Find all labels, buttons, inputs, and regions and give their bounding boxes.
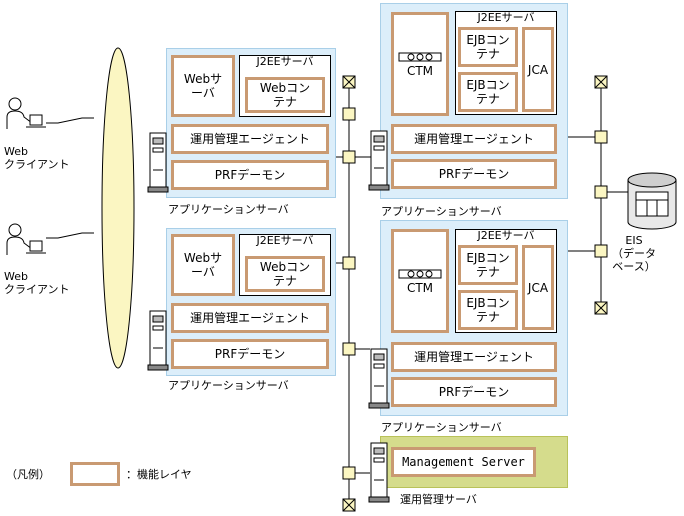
- ejb-container-layer: EJBコンテナ: [458, 27, 518, 67]
- client-user-icon: [6, 97, 46, 129]
- app-server-caption: アプリケーションサーバ: [381, 421, 502, 434]
- j2ee-title: J2EEサーバ: [477, 229, 535, 242]
- ctm-layer: CTM: [391, 12, 449, 116]
- transceiver-icon: [342, 107, 608, 480]
- prf-daemon-layer: PRFデーモン: [391, 159, 557, 189]
- client-network-ellipse: [101, 47, 135, 369]
- database-icon: [627, 172, 677, 230]
- server-tower-icon: [368, 442, 390, 503]
- j2ee-title: J2EEサーバ: [256, 234, 314, 247]
- client-user-icon: [6, 223, 46, 255]
- management-caption: 運用管理サーバ: [400, 493, 477, 506]
- agent-layer: 運用管理エージェント: [171, 124, 329, 154]
- server-tower-icon: [368, 348, 390, 409]
- client-link-2: [46, 232, 94, 239]
- web-container-layer: Webコンテナ: [245, 256, 325, 292]
- terminator-icon: [342, 75, 608, 512]
- agent-layer: 運用管理エージェント: [171, 303, 329, 333]
- ejb-container-layer: EJBコンテナ: [458, 290, 518, 330]
- management-server-layer: Management Server: [391, 447, 536, 477]
- server-tower-icon: [147, 132, 169, 193]
- ejb-container-layer: EJBコンテナ: [458, 72, 518, 112]
- app-server-caption: アプリケーションサーバ: [168, 203, 289, 216]
- web-server-layer: Webサーバ: [171, 55, 235, 117]
- ctm-queue-icon: [398, 269, 442, 279]
- ctm-layer: CTM: [391, 229, 449, 333]
- web-server-layer: Webサーバ: [171, 234, 235, 296]
- prf-daemon-layer: PRFデーモン: [171, 339, 329, 369]
- prf-daemon-layer: PRFデーモン: [391, 377, 557, 407]
- jca-layer: JCA: [522, 245, 554, 330]
- legend-layer-swatch: [70, 462, 120, 486]
- j2ee-title: J2EEサーバ: [256, 55, 314, 68]
- jca-layer: JCA: [522, 27, 554, 112]
- app-server-caption: アプリケーションサーバ: [381, 205, 502, 218]
- agent-layer: 運用管理エージェント: [391, 124, 557, 154]
- eis-label: EIS（データベース）: [612, 234, 656, 273]
- prf-daemon-layer: PRFデーモン: [171, 160, 329, 190]
- agent-layer: 運用管理エージェント: [391, 342, 557, 372]
- web-container-layer: Webコンテナ: [245, 77, 325, 113]
- legend-prefix: （凡例）: [6, 468, 50, 481]
- server-tower-icon: [368, 130, 390, 191]
- app-server-caption: アプリケーションサーバ: [168, 379, 289, 392]
- ejb-container-layer: EJBコンテナ: [458, 245, 518, 285]
- j2ee-title: J2EEサーバ: [477, 11, 535, 24]
- server-tower-icon: [147, 310, 169, 371]
- legend-label: ：機能レイヤ: [126, 468, 192, 481]
- ctm-queue-icon: [398, 52, 442, 62]
- client-link-1: [46, 117, 94, 124]
